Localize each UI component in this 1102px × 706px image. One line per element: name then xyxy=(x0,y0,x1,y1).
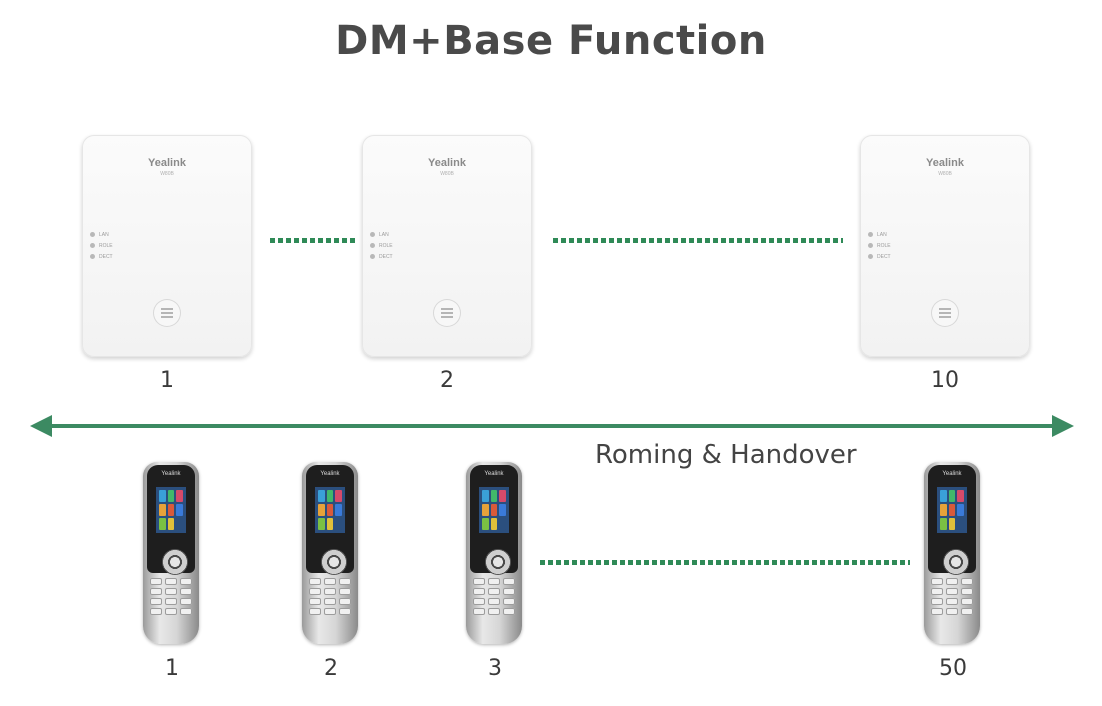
menu-button-icon xyxy=(931,299,959,327)
led-lan: LAN xyxy=(90,229,113,240)
model-label: W80B xyxy=(160,171,174,177)
led-lan: LAN xyxy=(370,229,393,240)
keypad xyxy=(931,578,973,615)
brand-logo: Yealink xyxy=(161,471,181,477)
connector-dotted-line xyxy=(553,238,843,243)
base-station-number: 2 xyxy=(440,368,454,393)
nav-key-icon xyxy=(162,549,188,575)
keypad xyxy=(309,578,351,615)
led-dect: DECT xyxy=(370,251,393,262)
roaming-label: Roming & Handover xyxy=(595,440,857,470)
led-icon xyxy=(868,254,873,259)
base-station-2: Yealink W80B LAN ROLE DECT xyxy=(362,135,532,357)
handset-1: Yealink xyxy=(143,462,199,644)
menu-button-icon xyxy=(153,299,181,327)
base-station-10: Yealink W80B LAN ROLE DECT xyxy=(860,135,1030,357)
handset-number: 1 xyxy=(165,656,179,681)
base-station-number: 1 xyxy=(160,368,174,393)
handset-3: Yealink xyxy=(466,462,522,644)
led-role: ROLE xyxy=(370,240,393,251)
led-lan: LAN xyxy=(868,229,891,240)
led-icon xyxy=(868,232,873,237)
brand-logo: Yealink xyxy=(148,157,186,169)
menu-button-icon xyxy=(433,299,461,327)
nav-key-icon xyxy=(943,549,969,575)
led-role: ROLE xyxy=(90,240,113,251)
handset-2: Yealink xyxy=(302,462,358,644)
handset-number: 3 xyxy=(488,656,502,681)
nav-key-icon xyxy=(321,549,347,575)
keypad xyxy=(473,578,515,615)
model-label: W80B xyxy=(938,171,952,177)
connector-dotted-line xyxy=(540,560,910,565)
led-icon xyxy=(370,232,375,237)
base-station-1: Yealink W80B LAN ROLE DECT xyxy=(82,135,252,357)
handset-screen xyxy=(156,487,186,533)
handset-number: 50 xyxy=(939,656,967,681)
handset-50: Yealink xyxy=(924,462,980,644)
page-title: DM+Base Function xyxy=(335,18,767,64)
handset-screen xyxy=(937,487,967,533)
led-dect: DECT xyxy=(868,251,891,262)
led-role: ROLE xyxy=(868,240,891,251)
led-icon xyxy=(868,243,873,248)
led-icon xyxy=(90,254,95,259)
nav-key-icon xyxy=(485,549,511,575)
led-icon xyxy=(370,254,375,259)
brand-logo: Yealink xyxy=(428,157,466,169)
brand-logo: Yealink xyxy=(484,471,504,477)
led-icon xyxy=(90,243,95,248)
handset-screen xyxy=(315,487,345,533)
handset-number: 2 xyxy=(324,656,338,681)
keypad xyxy=(150,578,192,615)
led-indicators: LAN ROLE DECT xyxy=(90,229,113,262)
brand-logo: Yealink xyxy=(926,157,964,169)
led-icon xyxy=(370,243,375,248)
brand-logo: Yealink xyxy=(942,471,962,477)
led-indicators: LAN ROLE DECT xyxy=(370,229,393,262)
led-dect: DECT xyxy=(90,251,113,262)
base-station-number: 10 xyxy=(931,368,959,393)
led-indicators: LAN ROLE DECT xyxy=(868,229,891,262)
led-icon xyxy=(90,232,95,237)
connector-dotted-line xyxy=(270,238,356,243)
handset-screen xyxy=(479,487,509,533)
double-arrow-icon xyxy=(30,415,1074,437)
model-label: W80B xyxy=(440,171,454,177)
brand-logo: Yealink xyxy=(320,471,340,477)
